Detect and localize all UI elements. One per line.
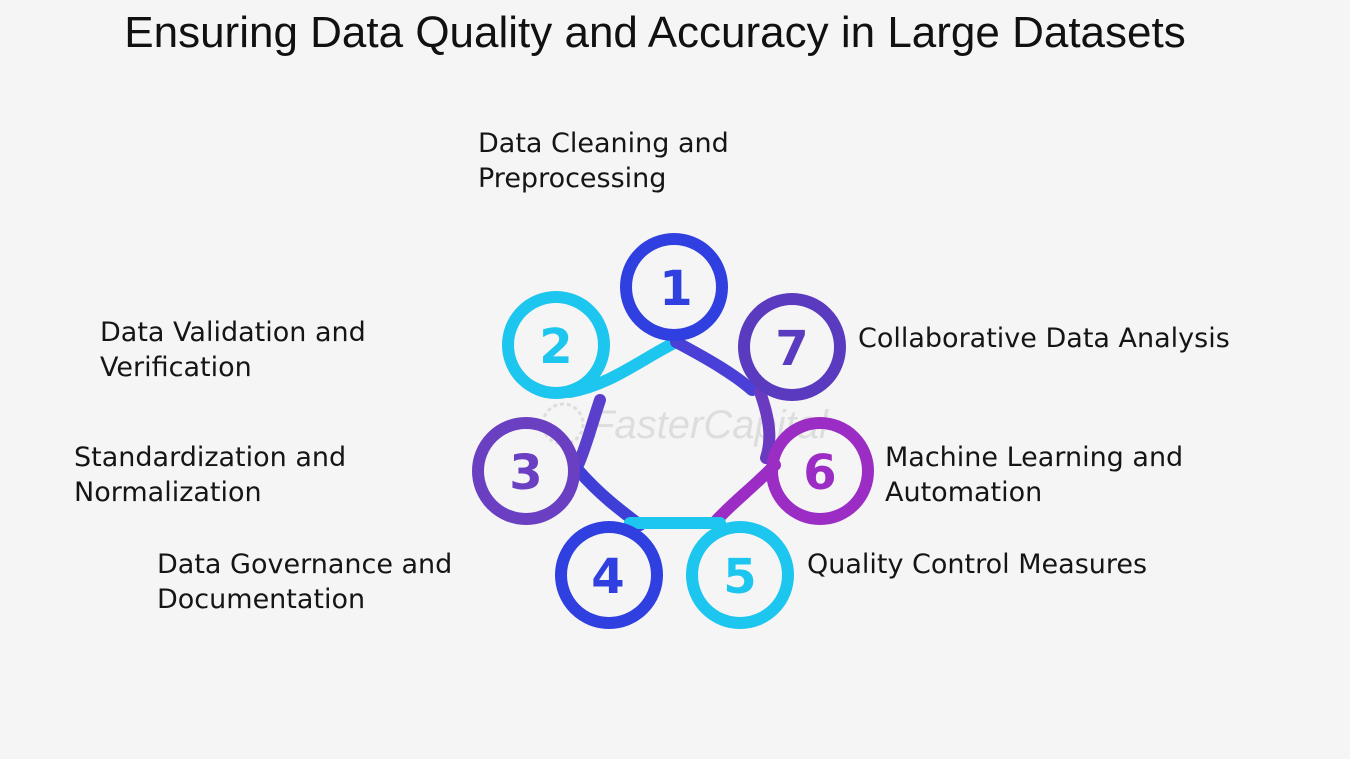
- step-ring-5: [686, 521, 794, 629]
- step-number-5: 5: [723, 549, 756, 605]
- connector-3-4: [572, 464, 646, 531]
- connector-6-5: [709, 459, 781, 528]
- step-ring-3: [472, 417, 580, 525]
- step-ring-2: [502, 291, 610, 399]
- step-number-3: 3: [509, 445, 542, 501]
- connector-1-7: [670, 336, 758, 396]
- connector-7-6: [754, 386, 776, 464]
- step-number-2: 2: [539, 319, 572, 375]
- step-number-7: 7: [775, 321, 808, 377]
- step-ring-6: [766, 417, 874, 525]
- step-number-6: 6: [803, 445, 836, 501]
- step-number-1: 1: [659, 261, 692, 317]
- step-ring-1: [620, 233, 728, 341]
- step-ring-4: [555, 521, 663, 629]
- step-number-4: 4: [591, 549, 624, 605]
- page-title: Ensuring Data Quality and Accuracy in La…: [124, 8, 1186, 57]
- connector-2-3: [572, 394, 606, 471]
- step-label-5: Quality Control Measures: [807, 549, 1148, 580]
- step-label-7: Collaborative Data Analysis: [858, 323, 1230, 354]
- step-ring-7: [738, 293, 846, 401]
